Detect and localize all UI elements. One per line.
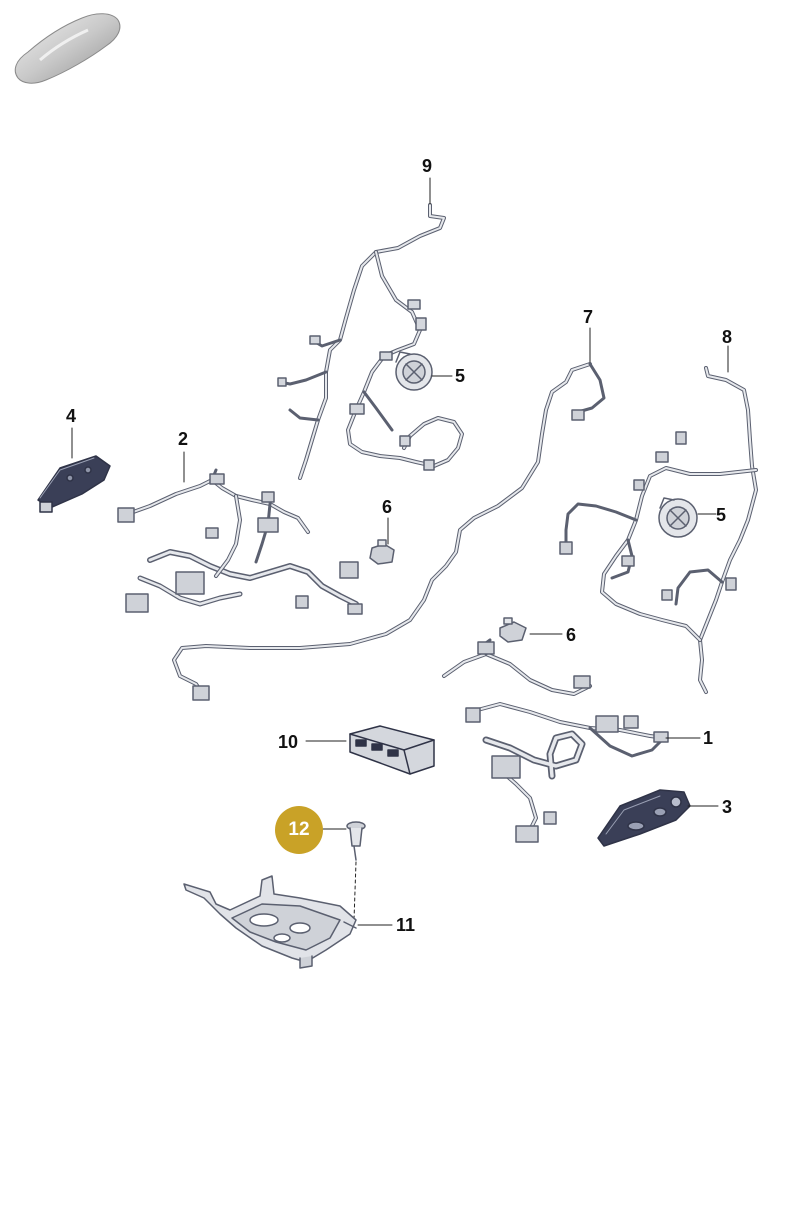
callout-5-right[interactable]: 5 [716,505,727,525]
sensor-6b[interactable] [499,617,527,643]
callout-11[interactable]: 11 [396,915,416,935]
harness-1[interactable] [442,638,669,843]
callout-5-upper[interactable]: 5 [455,366,466,386]
callout-7[interactable]: 7 [583,307,594,327]
callout-1[interactable]: 1 [703,728,714,748]
callout-12-highlighted-badge[interactable]: 12 [275,806,323,854]
screw-12[interactable] [346,821,366,861]
callout-3[interactable]: 3 [722,797,733,817]
callout-9[interactable]: 9 [422,156,433,176]
seat-switch-4[interactable] [37,455,111,513]
sensor-6a[interactable] [369,539,395,565]
callout-4[interactable]: 4 [66,406,77,426]
car-silhouette-icon[interactable] [10,8,125,90]
harness-7[interactable] [172,362,606,701]
callout-6-upper[interactable]: 6 [382,497,393,517]
callout-10[interactable]: 10 [278,732,299,752]
seat-switch-3[interactable] [597,789,691,847]
callout-8[interactable]: 8 [722,327,733,347]
assembly-dash-line [353,861,357,921]
harness-2[interactable] [117,468,363,615]
control-unit-10[interactable] [349,725,435,775]
callout-2[interactable]: 2 [178,429,189,449]
leader-lines [71,177,729,926]
seat-fan-5b[interactable] [658,497,698,538]
bracket-11[interactable] [183,875,357,969]
harness-8[interactable] [559,366,758,694]
callout-6-lower[interactable]: 6 [566,625,577,645]
seat-fan-5a[interactable] [395,351,433,391]
harness-9[interactable] [277,203,464,480]
